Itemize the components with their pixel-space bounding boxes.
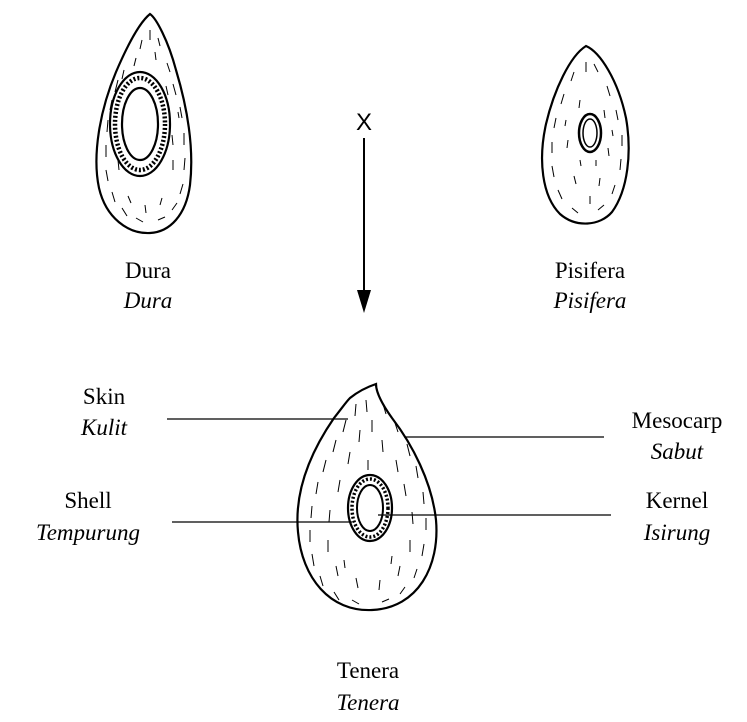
dura-label: Dura: [125, 258, 171, 283]
cross-arrow-head: [357, 290, 371, 313]
tenera-label: Tenera: [337, 658, 399, 683]
skin-label: Skin: [83, 384, 126, 409]
mesocarp-label: Mesocarp: [632, 408, 723, 433]
dura-fruit: [96, 14, 191, 233]
pisifera-label: Pisifera: [555, 258, 625, 283]
cross-symbol: X: [356, 109, 372, 136]
dura-kernel: [122, 88, 158, 160]
pisifera-kernel: [583, 119, 597, 147]
kernel-local-label: Isirung: [643, 520, 710, 545]
pisifera-fruit: [542, 46, 629, 224]
skin-local-label: Kulit: [80, 415, 128, 440]
dura-local-label: Dura: [123, 288, 173, 313]
tenera-local-label: Tenera: [336, 690, 399, 715]
shell-label: Shell: [64, 488, 111, 513]
mesocarp-local-label: Sabut: [651, 439, 704, 464]
tenera-kernel: [357, 485, 383, 531]
pisifera-local-label: Pisifera: [553, 288, 627, 313]
tenera-fruit: [297, 384, 436, 610]
kernel-label: Kernel: [646, 488, 709, 513]
shell-local-label: Tempurung: [36, 520, 140, 545]
